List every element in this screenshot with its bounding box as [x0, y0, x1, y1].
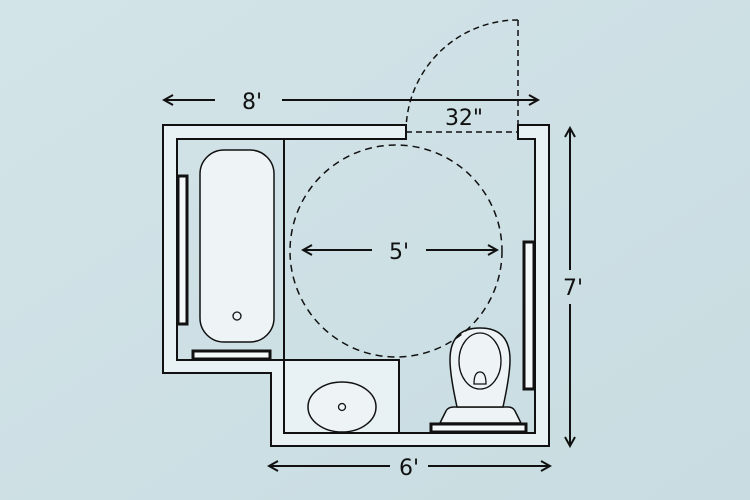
bathtub [199, 149, 275, 343]
toilet-drain [473, 371, 487, 385]
turning-circle [289, 144, 503, 358]
grab-bar-toilet-rear [429, 422, 528, 434]
tub-drain [232, 311, 242, 321]
toilet-seat [458, 332, 502, 390]
door-swing-arc [405, 19, 519, 133]
turning-circle-label: 5' [389, 240, 409, 265]
sink-basin [307, 381, 377, 433]
grab-bar-tub-side [176, 174, 189, 326]
bottom-width-label: 6' [399, 456, 419, 481]
width-label: 8' [242, 90, 262, 115]
grab-bar-right-wall [522, 240, 536, 391]
height-label: 7' [563, 276, 583, 301]
sink-drain [337, 402, 347, 412]
toilet-tank [438, 406, 523, 424]
grab-bar-tub-end [191, 349, 272, 361]
toilet-bowl [449, 327, 511, 408]
door-width-label: 32" [445, 106, 483, 131]
